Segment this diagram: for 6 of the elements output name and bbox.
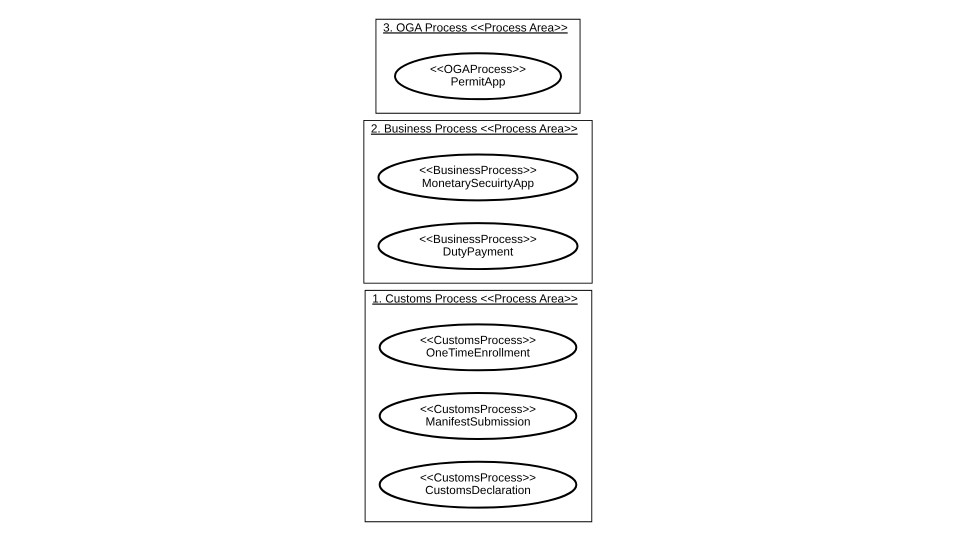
node-ellipse: <<CustomsProcess>> ManifestSubmission xyxy=(378,392,577,440)
node-ellipse: <<CustomsProcess>> OneTimeEnrollment xyxy=(378,323,577,372)
node-ellipse: <<BusinessProcess>> DutyPayment xyxy=(376,222,578,270)
node-ellipse: <<BusinessProcess>> MonetarySecuirtyApp xyxy=(376,153,578,202)
node-ellipse: <<CustomsProcess>> CustomsDeclaration xyxy=(378,460,577,509)
node-ellipse: <<OGAProcess>> PermitApp xyxy=(394,52,562,100)
